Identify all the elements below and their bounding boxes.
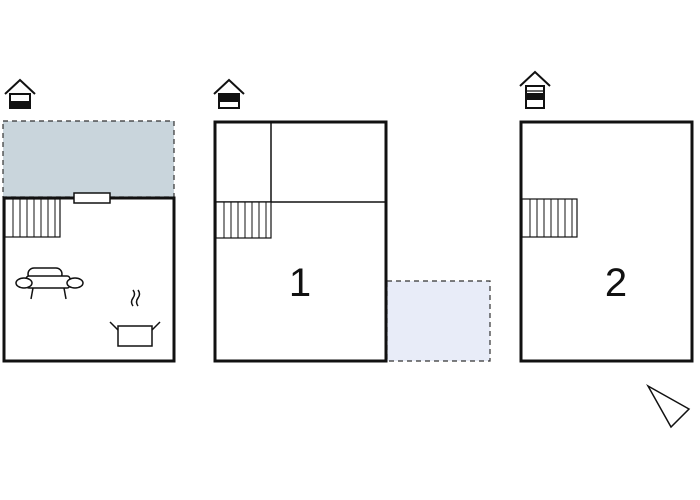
floor-second: 2 [519,70,694,363]
first-floor-room [213,120,388,363]
terrace-door [73,192,111,204]
terrace [2,120,175,198]
room-number-2: 2 [605,261,627,305]
cooking-pot-icon [109,289,161,347]
second-floor-room [519,120,694,363]
floor-ground [2,78,176,363]
room-number-1: 1 [289,261,311,305]
balcony [386,280,491,362]
house-level-first-icon [213,78,245,109]
staircase-first [215,201,272,239]
staircase-second [521,198,578,238]
house-level-second-icon [519,70,551,109]
floor-first: 1 [213,78,491,363]
house-level-ground-icon [4,78,36,109]
north-arrow-icon [646,384,691,429]
sofa-icon [15,267,84,300]
staircase-ground [4,198,61,238]
